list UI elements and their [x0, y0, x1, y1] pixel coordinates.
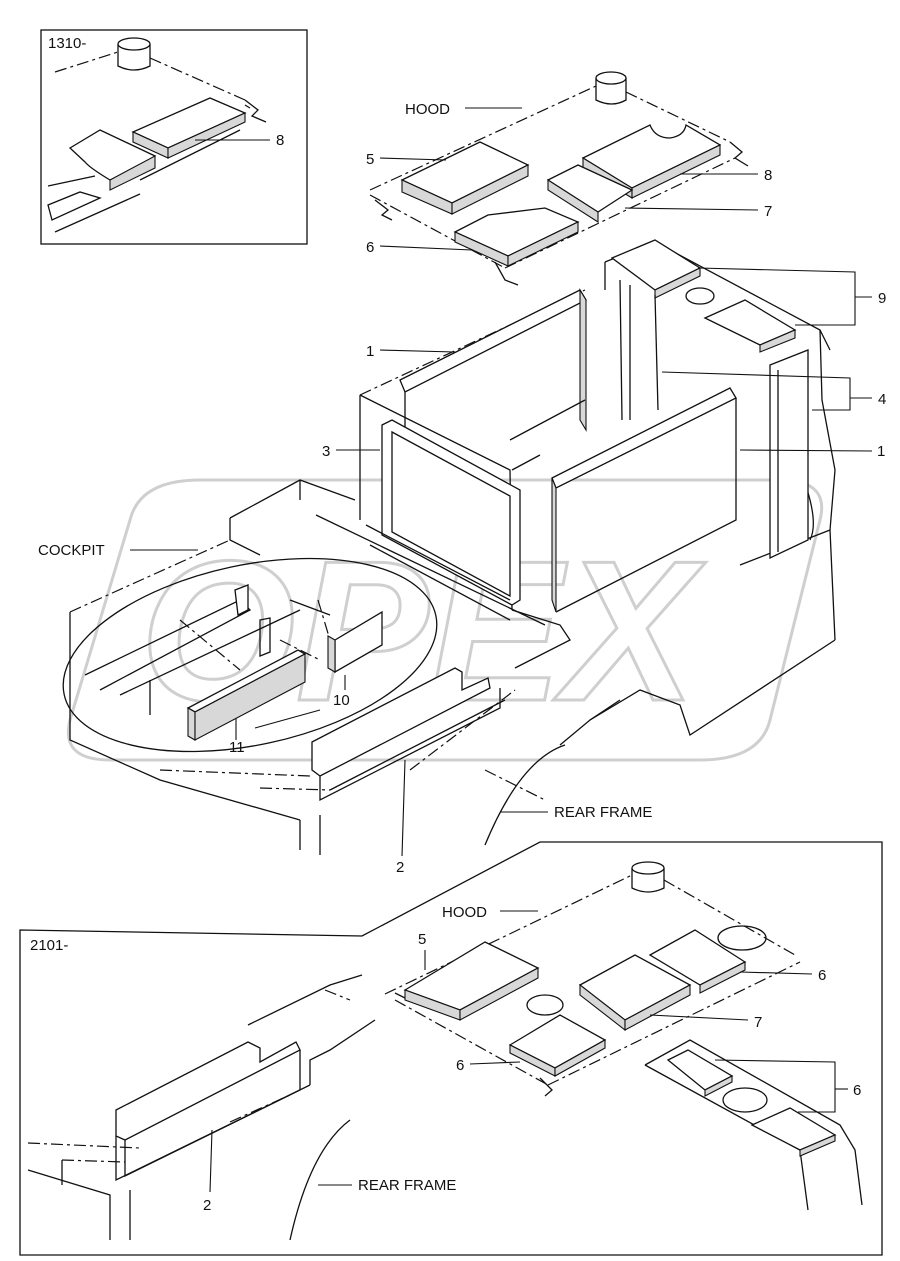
inset-2101-callout-6-top: 6 [818, 967, 826, 984]
main-callout-8: 8 [764, 167, 772, 184]
main-callout-5: 5 [366, 151, 374, 168]
inset-2101-rear-frame-label: REAR FRAME [358, 1177, 456, 1194]
inset-2101-callout-7: 7 [754, 1014, 762, 1031]
inset-1310-frame [40, 29, 308, 245]
main-callout-2: 2 [396, 859, 404, 876]
inset-2101-serial: 2101- [30, 937, 68, 954]
main-pad-8 [581, 123, 722, 189]
main-pad-3 [381, 419, 521, 606]
inset-1310-serial: 1310- [48, 35, 86, 52]
main-rear-frame-label: REAR FRAME [554, 804, 652, 821]
inset-1310-callout-8: 8 [276, 132, 284, 149]
main-callout-11: 11 [229, 739, 245, 756]
main-pad-4 [769, 349, 809, 560]
main-hood: HOOD 5 8 7 6 [366, 71, 772, 286]
main-callout-1-right: 1 [877, 443, 885, 460]
inset-1310: 1310- 8 [40, 29, 308, 245]
main-callout-9: 9 [878, 290, 886, 307]
main-cockpit-label: COCKPIT [38, 542, 105, 559]
inset-2101-callout-6-left: 6 [456, 1057, 464, 1074]
main-callout-6: 6 [366, 239, 374, 256]
inset-2101-pad-2 [115, 1041, 301, 1141]
main-callout-4: 4 [878, 391, 886, 408]
inset-2101-callout-5: 5 [418, 931, 426, 948]
inset-1310-cap [117, 37, 151, 71]
main-pad-1-left [399, 289, 587, 393]
main-callout-3: 3 [322, 443, 330, 460]
inset-2101-callout-6-right: 6 [853, 1082, 861, 1099]
main-hood-label: HOOD [405, 101, 450, 118]
main-callout-7: 7 [764, 203, 772, 220]
main-body: 1 1 3 4 9 COCKPIT 10 11 2 REAR FRAME [38, 239, 886, 876]
inset-2101: 2101- HOOD [19, 841, 883, 1256]
inset-2101-frame [19, 841, 883, 1256]
inset-2101-hood-label: HOOD [442, 904, 487, 921]
main-pad-2 [311, 667, 491, 777]
main-callout-1-left: 1 [366, 343, 374, 360]
inset-2101-callout-2: 2 [203, 1197, 211, 1214]
main-callout-10: 10 [333, 692, 350, 709]
